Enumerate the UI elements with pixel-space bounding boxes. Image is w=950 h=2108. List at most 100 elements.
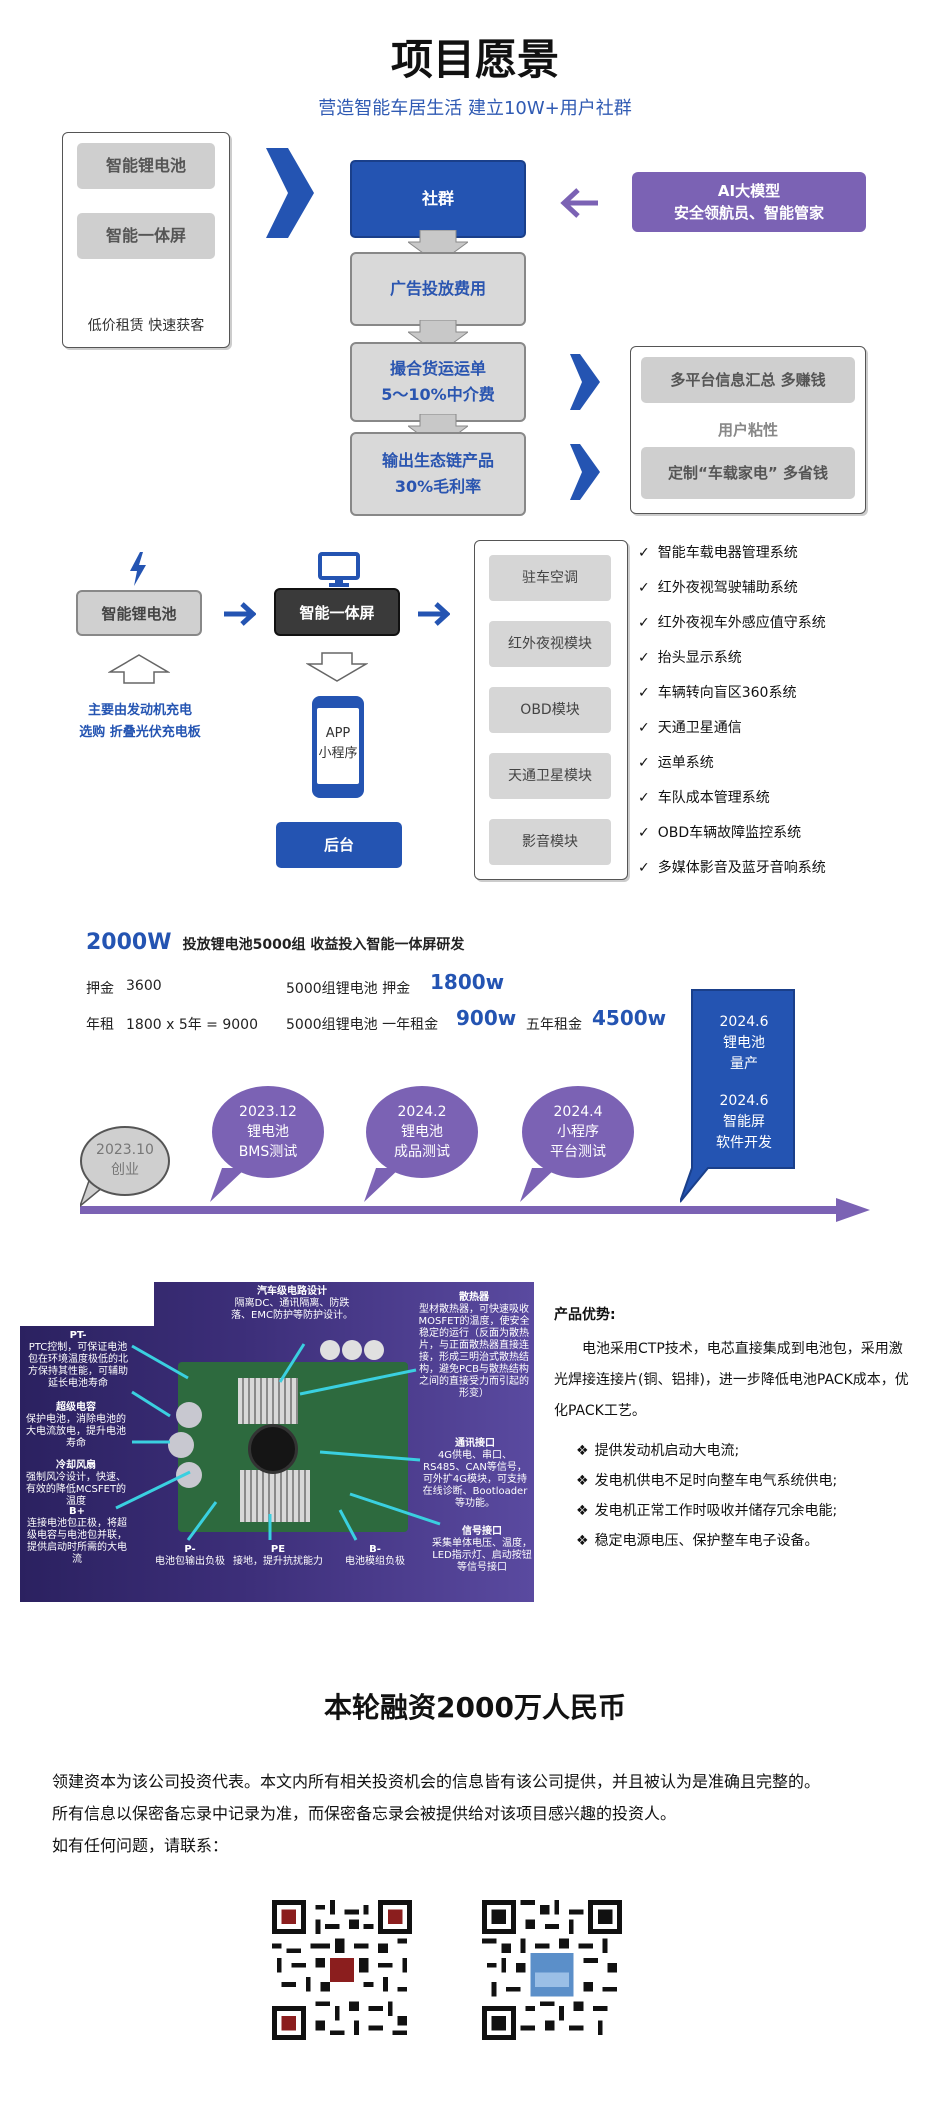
check-icon: ✓ [638, 650, 650, 666]
left-box-caption: 低价租赁 快速获客 [87, 318, 205, 334]
product-screen: 智能一体屏 [77, 213, 215, 259]
flow-eco-line2: 30%毛利率 [394, 477, 482, 496]
bubble-tail [210, 1168, 246, 1202]
ai-model-line2: 安全领航员、智能管家 [673, 204, 824, 222]
module-item: 驻车空调 [489, 555, 611, 601]
timeline-date: 2023.10 [96, 1142, 154, 1158]
monitor-icon [318, 552, 360, 587]
timeline-date: 2024.2 [397, 1104, 447, 1120]
module-item: 影音模块 [489, 819, 611, 865]
timeline-text: 平台测试 [550, 1144, 606, 1160]
capacitor-icon [176, 1462, 202, 1488]
feature-item: ✓智能车载电器管理系统 [638, 545, 798, 561]
rent-year-total: 900w [456, 1006, 517, 1030]
timeline-text: 成品测试 [394, 1144, 450, 1160]
blue-arrow-right-icon [570, 444, 600, 500]
capacitor-icon [320, 1340, 340, 1360]
logo-blank [20, 1282, 154, 1326]
timeline-date: 2023.12 [239, 1104, 297, 1120]
module-item: 红外夜视模块 [489, 621, 611, 667]
module-item: 天通卫星模块 [489, 753, 611, 799]
label-pminus: P- 电池包输出负极 [155, 1544, 225, 1567]
up-arrow-icon [108, 654, 170, 684]
check-icon: ✓ [638, 685, 650, 701]
investment-amount: 2000W [86, 930, 172, 955]
advantage-bullet: ❖稳定电源电压、保护整车电子设备。 [576, 1533, 819, 1549]
feature-item: ✓OBD车辆故障监控系统 [638, 825, 802, 841]
milestone-item: 软件开发 [716, 1135, 772, 1151]
label-pt: PT- PTC控制，可保证电池包在环境温度极低的北方保持其性能，可辅助延长电池寿… [28, 1330, 128, 1389]
app-label: APP 小程序 [317, 724, 359, 764]
timeline-date: 2024.4 [553, 1104, 603, 1120]
bubble-tail [364, 1168, 400, 1202]
benefit-save: 定制“车载家电” 多省钱 [641, 447, 855, 499]
page-title: 项目愿景 [390, 35, 559, 84]
rent-five-label: 五年租金 [526, 1017, 582, 1033]
advantage-title: 产品优势: [554, 1307, 616, 1323]
capacitor-icon [176, 1402, 202, 1428]
disclaimer-line: 所有信息以保密备忘录中记录为准，而保密备忘录会被提供给对该项目感兴趣的投资人。 [52, 1804, 677, 1823]
capacitor-icon [168, 1432, 194, 1458]
check-icon: ✓ [638, 755, 650, 771]
check-icon: ✓ [638, 720, 650, 736]
bubble-tail [520, 1168, 556, 1202]
funding-headline: 本轮融资2000万人民币 [324, 1691, 626, 1724]
charge-line2: 选购 折叠光伏充电板 [79, 725, 201, 740]
blue-arrow-right-icon [224, 602, 256, 626]
heatsink [238, 1378, 298, 1424]
milestone-date: 2024.6 [719, 1093, 769, 1109]
timeline-bubble: 2024.2 锂电池 成品测试 [366, 1086, 478, 1178]
timeline-text: 锂电池 [401, 1124, 443, 1140]
feature-item: ✓红外夜视车外感应值守系统 [638, 615, 826, 631]
label-car-grade: 汽车级电路设计 隔离DC、通讯隔离、防跌落、EMC防护等防护设计。 [231, 1286, 353, 1321]
milestone-text: 2024.6 锂电池 量产 2024.6 智能屏 软件开发 [694, 1012, 794, 1154]
check-icon: ✓ [638, 790, 650, 806]
pointer-lines [115, 1343, 441, 1541]
timeline-text: 创业 [111, 1162, 139, 1178]
purple-arrow-left-icon [560, 188, 598, 218]
page-subtitle: 营造智能车居生活 建立10W+用户社群 [318, 98, 632, 119]
capacitor-icon [364, 1340, 384, 1360]
module-item: OBD模块 [489, 687, 611, 733]
advantage-bullet: ❖发电机正常工作时吸收并储存冗余电能; [576, 1503, 838, 1519]
flow-column: 社群 广告投放费用 撮合货运运单 5～10%中介费 输出生态链产品 30%毛利率 [350, 160, 526, 518]
milestone-item: 智能屏 [723, 1114, 765, 1130]
label-comm: 通讯接口 4G供电、串口、RS485、CAN等信号，可外扩4G模块，可支持在线诊… [422, 1438, 528, 1509]
blue-arrow-right-icon [570, 354, 600, 410]
label-bminus: B- 电池模组负极 [345, 1544, 405, 1567]
label-fan: 冷却风扇 强制风冷设计，快速、有效的降低MCSFET的温度 [25, 1460, 127, 1507]
contact-line: 如有任何问题，请联系： [52, 1836, 229, 1855]
check-icon: ✓ [638, 825, 650, 841]
backend-box: 后台 [276, 822, 402, 868]
milestone-item: 量产 [730, 1056, 758, 1072]
timeline-text: 小程序 [557, 1124, 599, 1140]
advantage-paragraph: 电池采用CTP技术，电芯直接集成到电池包，采用激光焊接连接片(铜、铝排)，进一步… [554, 1341, 909, 1419]
feature-item: ✓车辆转向盲区360系统 [638, 685, 797, 701]
right-benefit-box: 多平台信息汇总 多赚钱 用户粘性 定制“车载家电” 多省钱 [630, 346, 866, 514]
deposit-total: 1800w [430, 970, 505, 994]
timeline-bubble: 2024.4 小程序 平台测试 [522, 1086, 634, 1178]
feature-item: ✓天通卫星通信 [638, 720, 742, 736]
flow-eco-line1: 输出生态链产品 [381, 451, 494, 470]
label-capacitor: 超级电容 保护电池，消除电池的大电流放电，提升电池寿命 [26, 1402, 126, 1449]
diamond-bullet-icon: ❖ [576, 1503, 589, 1519]
ai-model-line1: AI大模型 [717, 182, 781, 200]
check-icon: ✓ [638, 545, 650, 561]
circuit-board-figure: PT- PTC控制，可保证电池包在环境温度极低的北方保持其性能，可辅助延长电池寿… [20, 1282, 534, 1602]
qr-code-icon [482, 1900, 622, 2040]
feature-item: ✓车队成本管理系统 [638, 790, 770, 806]
rent-label: 年租 [86, 1017, 114, 1033]
app-line2: 小程序 [318, 746, 358, 761]
capacitor-icon [342, 1340, 362, 1360]
big-arrow-right-icon [266, 148, 314, 238]
down-arrow-icon [306, 652, 368, 682]
module-list: 驻车空调 红外夜视模块 OBD模块 天通卫星模块 影音模块 [474, 540, 628, 880]
feature-item: ✓红外夜视驾驶辅助系统 [638, 580, 798, 596]
diamond-bullet-icon: ❖ [576, 1473, 589, 1489]
deposit-value: 3600 [126, 978, 162, 994]
charge-info: 主要由发动机充电 选购 折叠光伏充电板 [52, 700, 228, 744]
timeline-text: 锂电池 [247, 1124, 289, 1140]
rent-five-total: 4500w [592, 1006, 667, 1030]
label-bplus: B+ 连接电池包正极，将超级电容与电池包并联，提供启动时所需的大电流 [27, 1506, 127, 1565]
rent-mid: 5000组锂电池 一年租金 [286, 1017, 439, 1033]
